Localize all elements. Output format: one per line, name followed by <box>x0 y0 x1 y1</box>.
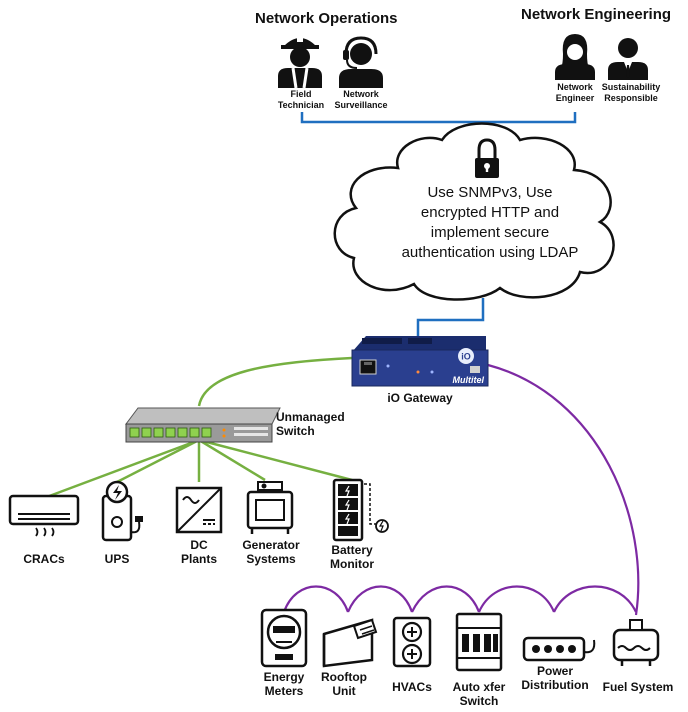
dc-plant-icon <box>175 486 223 534</box>
chain-arc-1 <box>282 585 350 613</box>
chain-arc-3 <box>411 585 481 613</box>
dc-plants-label: DC Plants <box>180 538 217 566</box>
io-logo-icon <box>458 348 474 364</box>
generator-icon <box>246 481 294 534</box>
switch-to-battery-line <box>198 438 353 482</box>
network-surveillance-icon <box>339 36 383 88</box>
network-surveillance-label: Network Surveillance <box>334 89 388 110</box>
network-engineer-label: Network Engineer <box>555 82 595 103</box>
energy-meters-label: Energy Meters <box>263 670 305 698</box>
switch-to-cracs-line <box>43 438 200 500</box>
rooftop-unit-label: Rooftop Unit <box>321 670 367 698</box>
switch-to-generator-line <box>198 438 266 482</box>
switch-to-ups-line <box>116 438 200 484</box>
fuel-system-icon <box>612 619 660 666</box>
power-distribution-label: Power Distribution <box>521 664 589 692</box>
cloud-security-text: Use SNMPv3, Use encrypted HTTP and imple… <box>401 184 579 261</box>
svg-text:Multitel: Multitel <box>453 375 485 385</box>
unmanaged-switch-device <box>125 407 281 443</box>
crac-icon <box>8 494 80 537</box>
sustainability-responsible-label: Sustainability Responsible <box>601 82 661 103</box>
sustainability-responsible-icon <box>608 38 648 80</box>
generator-systems-label: Generator Systems <box>242 538 300 566</box>
crac-label: CRACs <box>23 552 65 566</box>
gateway-to-fuel-line <box>487 363 640 616</box>
field-technician-icon <box>278 33 322 89</box>
network-engineering-title: Network Engineering <box>521 6 672 23</box>
gateway-to-switch-line <box>197 356 353 407</box>
power-distribution-icon <box>522 636 596 662</box>
rooftop-unit-icon <box>322 618 378 668</box>
auto-xfer-switch-label: Auto xfer Switch <box>452 680 506 708</box>
green-links <box>43 356 353 500</box>
battery-monitor-label: Battery Monitor <box>330 543 374 571</box>
io-gateway-device: iO Multitel <box>351 336 489 387</box>
chain-arc-4 <box>477 585 556 613</box>
ups-icon <box>101 480 143 542</box>
fuel-system-label: Fuel System <box>602 680 674 694</box>
chain-arc-5 <box>553 585 637 613</box>
cloud-shape <box>333 122 615 301</box>
field-technician-label: Field Technician <box>277 89 325 110</box>
battery-monitor-icon <box>332 478 389 542</box>
network-engineer-icon <box>555 34 595 80</box>
unmanaged-switch-label: Unmanaged Switch <box>276 410 345 438</box>
secure-cloud <box>333 122 615 301</box>
cloud-to-gateway-line <box>416 298 485 342</box>
energy-meter-icon <box>260 608 308 668</box>
network-operations-title: Network Operations <box>255 10 398 27</box>
purple-links <box>282 363 640 616</box>
auto-transfer-switch-icon <box>455 612 503 672</box>
hvac-icon <box>392 616 432 668</box>
chain-arc-2 <box>346 585 414 613</box>
lock-icon <box>475 138 499 178</box>
usb-port-icon <box>470 366 480 373</box>
io-gateway-label: iO Gateway <box>387 391 453 405</box>
svg-text:iO: iO <box>461 352 471 362</box>
people-bus-line <box>300 112 577 124</box>
hvacs-label: HVACs <box>392 680 432 694</box>
ups-label: UPS <box>104 552 130 566</box>
